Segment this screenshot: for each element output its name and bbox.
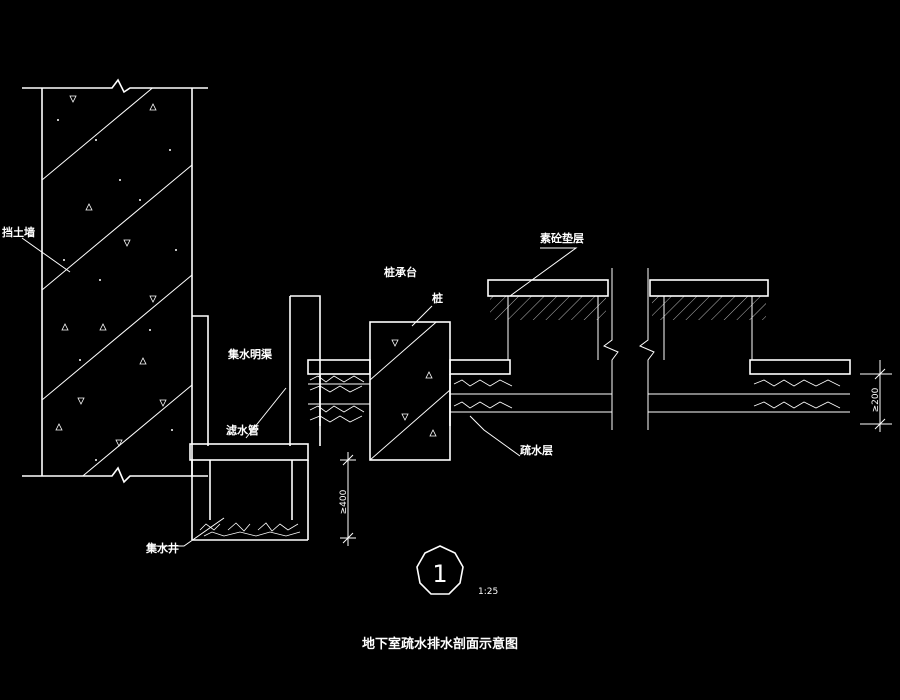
label-drainage-layer: 疏水层	[520, 443, 553, 457]
label-sump: 集水井	[145, 541, 179, 555]
label-open-channel: 集水明渠	[227, 347, 273, 361]
dim-200-label: ≥200	[871, 387, 881, 412]
drainage-layer-left	[308, 375, 370, 423]
label-pile-cap: 桩承台	[384, 265, 417, 279]
dim-400-label: ≥400	[339, 489, 349, 514]
detail-scale: 1:25	[478, 587, 498, 597]
drainage-layer-right	[450, 379, 850, 413]
detail-marker: 1 1:25	[416, 545, 498, 597]
label-pile: 桩	[432, 291, 443, 305]
dimension-400: ≥400	[339, 452, 356, 546]
label-concrete-cushion: 素砼垫层	[540, 231, 584, 245]
pile-cap	[307, 359, 511, 426]
label-retaining-wall: 挡土墙	[2, 225, 35, 239]
drawing-title: 地下室疏水排水剖面示意图	[362, 636, 518, 652]
retaining-wall	[22, 78, 208, 484]
detail-number: 1	[432, 560, 447, 588]
label-drain-pipe: 滤水管	[226, 423, 259, 437]
sump	[191, 460, 309, 541]
right-slab	[487, 268, 851, 430]
pile	[369, 321, 451, 461]
dimension-200: ≥200	[860, 360, 892, 432]
leaders	[21, 237, 578, 547]
